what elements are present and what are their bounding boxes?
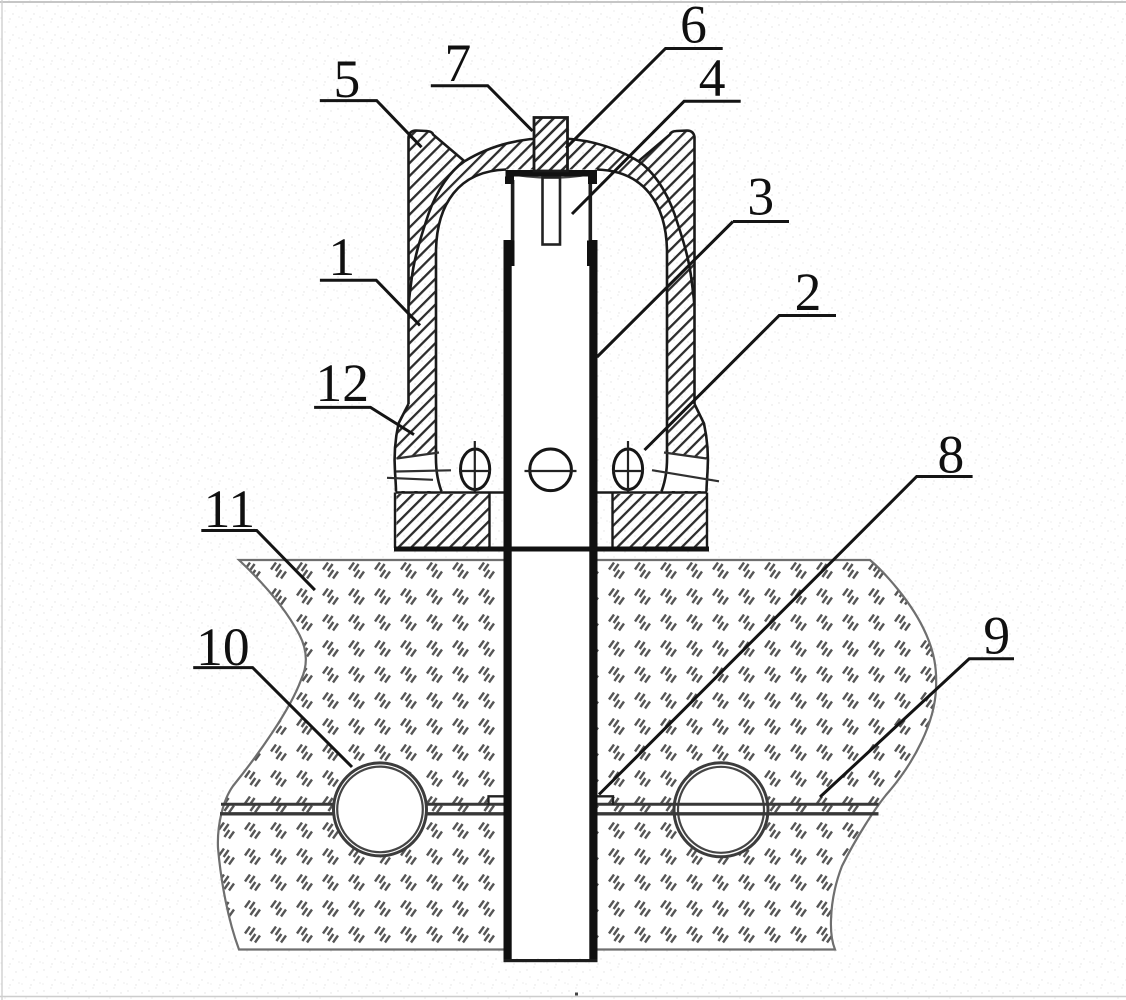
svg-text:11: 11 [204, 479, 256, 539]
svg-text:8: 8 [938, 425, 965, 485]
svg-text:4: 4 [699, 48, 726, 108]
svg-text:7: 7 [445, 33, 472, 93]
svg-text:12: 12 [316, 353, 370, 413]
svg-text:6: 6 [680, 0, 707, 55]
svg-text:10: 10 [196, 617, 250, 677]
svg-text:2: 2 [795, 262, 822, 322]
svg-text:9: 9 [983, 606, 1010, 666]
svg-text:3: 3 [747, 167, 774, 227]
svg-text:1: 1 [328, 227, 355, 287]
svg-text:5: 5 [334, 49, 361, 109]
